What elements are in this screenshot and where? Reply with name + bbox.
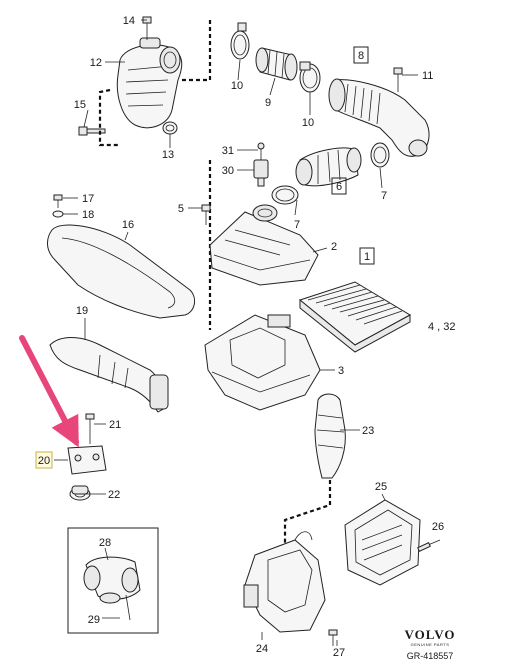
dashed-link-left [98, 88, 118, 147]
bolt-15 [78, 126, 106, 136]
callout-26: 26 [432, 521, 444, 533]
dashed-link-bottom [283, 480, 332, 545]
callout-3: 3 [338, 365, 344, 377]
bolt-17 [53, 194, 63, 208]
leader-lines [54, 19, 418, 646]
callout-8: 8 [358, 50, 364, 62]
air-inlet-24 [243, 531, 326, 633]
callout-27: 27 [333, 647, 345, 659]
callout-30: 30 [222, 165, 234, 177]
air-cleaner-cover-2 [209, 204, 319, 286]
clamp-10-left [230, 22, 250, 60]
callout-25: 25 [375, 481, 387, 493]
callout-7a: 7 [294, 219, 300, 231]
clamp-10-right [299, 61, 321, 93]
callout-4-32: 4 , 32 [428, 321, 456, 333]
callout-1-box [359, 247, 375, 265]
callout-16: 16 [122, 219, 134, 231]
callout-8-box [353, 46, 369, 64]
callout-31: 31 [222, 145, 234, 157]
callout-6-box [331, 177, 347, 195]
bolt-5 [201, 204, 211, 225]
bolt-29 [125, 594, 131, 621]
callout-12: 12 [90, 57, 102, 69]
callout-10b: 10 [302, 117, 314, 129]
callout-24: 24 [256, 643, 268, 655]
engine-cover-16 [47, 224, 196, 319]
callout-23: 23 [362, 425, 374, 437]
bolt-27 [328, 629, 338, 646]
callout-11: 11 [422, 70, 433, 82]
clamp-7-right [370, 142, 390, 168]
callout-21: 21 [109, 419, 121, 431]
callout-22: 22 [108, 489, 120, 501]
brand-tagline: GENUINE PARTS [411, 642, 450, 647]
dashed-link-top [180, 20, 212, 82]
bolt-14 [142, 16, 152, 40]
callout-9: 9 [265, 97, 271, 109]
callout-15: 15 [74, 99, 86, 111]
brand-name: VOLVO [405, 627, 456, 642]
callout-6: 6 [336, 181, 342, 193]
callout-10a: 10 [231, 80, 243, 92]
bolt-11 [393, 67, 403, 92]
rubber-mount-22 [69, 485, 91, 501]
bolt-21 [85, 413, 95, 444]
bracket-20 [67, 445, 107, 475]
callout-labels: 14 12 15 13 10 9 10 11 8 31 30 6 7 7 17 … [35, 15, 456, 659]
callout-29: 29 [88, 614, 100, 626]
callout-18: 18 [82, 209, 94, 221]
callout-7b: 7 [381, 190, 387, 202]
callout-2: 2 [331, 241, 337, 253]
callout-20: 20 [38, 455, 50, 467]
callout-20-box [35, 451, 53, 469]
clamp-7-left [271, 185, 299, 205]
callout-1: 1 [364, 251, 370, 263]
hose-6 [295, 147, 362, 187]
intake-hose-23 [314, 393, 346, 479]
callout-5: 5 [178, 203, 184, 215]
callout-28: 28 [99, 537, 111, 549]
brand-block: VOLVO GENUINE PARTS GR-418557 [405, 627, 456, 661]
diagram-reference: GR-418557 [407, 651, 454, 661]
callout-17: 17 [82, 193, 94, 205]
washer-18 [52, 210, 64, 218]
bellows-hose-9 [255, 47, 298, 81]
air-filter-element [298, 281, 412, 353]
detail-inset-box [67, 527, 159, 634]
air-guide-25 [344, 499, 421, 586]
intake-pipe-19 [49, 337, 169, 413]
callout-19: 19 [76, 305, 88, 317]
resonator-housing [116, 37, 183, 129]
intake-duct-8 [328, 78, 430, 157]
throttle-assembly-28 [83, 556, 141, 604]
callout-13: 13 [162, 149, 174, 161]
highlight-arrow [19, 335, 79, 448]
o-ring-13 [162, 121, 178, 135]
air-cleaner-housing-3 [204, 314, 321, 411]
callout-14: 14 [123, 15, 135, 27]
sensor-30 [253, 142, 269, 187]
bolt-26 [417, 539, 441, 553]
